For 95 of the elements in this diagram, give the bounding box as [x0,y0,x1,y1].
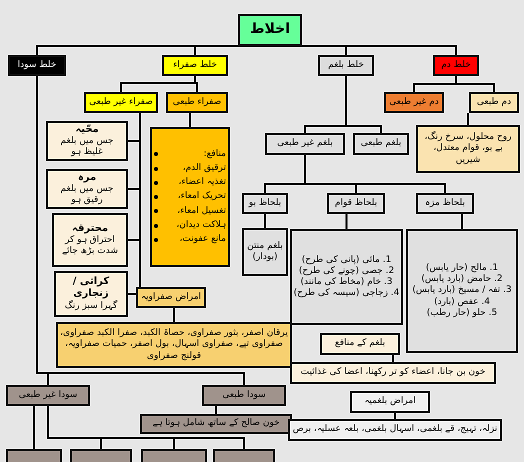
category-box [318,55,374,76]
list-item: مانع عفونت، [179,234,226,246]
box-text: خلط صفراء [173,60,217,72]
box-text: 5. حلو (حار رطب) [426,308,498,320]
connector-line [455,76,495,92]
list-box [406,229,518,353]
box-heading: مرہ [78,172,96,184]
box-text: 3. خام (مخاط کی مانند) [300,277,392,288]
box-heading: کراثی / زنجاری [72,276,110,300]
box-text: احتراق ہو کر شدت بڑھ جائے [60,235,120,258]
list-item: تغذیہ اعضاء، [178,177,226,188]
category-box [52,213,128,267]
connector-line [461,214,463,229]
box-text: 3. تفہ / مسیخ (بارد یابس) [412,285,512,297]
box-text: صفراء غیر طبعی [89,96,153,108]
list-item: منافع: [204,148,226,160]
list-box [290,229,403,325]
category-box [54,271,128,317]
connector-line [215,406,217,414]
box-text: بلغم طبعی [360,138,402,150]
category-box [384,92,444,113]
box-text: سودا غیر طبعی [18,390,78,402]
category-box [350,391,430,413]
category-box [202,385,286,406]
category-box [433,55,479,76]
category-box [353,133,409,155]
box-text: صفراء طبعی [172,96,222,108]
category-box [416,193,474,214]
box-text: 4. زجاجی (سیسہ کی طرح) [294,288,400,300]
connector-line [33,406,35,449]
box-text: بلحاظ قوام [334,198,378,210]
box-text: خلط سودا [18,60,56,72]
box-text: خلط دم [441,60,471,72]
note-box [288,419,502,441]
list-item: تحریک امعاء، [178,191,226,203]
box-text: بلغم کے منافع [334,338,386,350]
connector-line [392,355,394,362]
category-box [242,228,288,276]
connector-line [128,113,141,295]
box-text: جس میں بلغم غلیظ ہو [60,136,114,158]
note-box [290,362,496,384]
box-text: بلغم غیر طبعی [277,138,333,150]
category-box [46,169,128,209]
box-text: خون صالح کے ساتھ شامل ہوتا ہے [152,418,280,430]
box-text: 2. جصی (چونے کی طرح) [298,266,394,277]
box-text: بلغم منتن (بودار) [246,240,284,264]
box-text: دم غیر طبعی [389,96,439,108]
category-box [265,133,345,155]
category-box [8,55,66,76]
connector-line [346,214,348,229]
note-box [416,125,520,173]
box-text: نزلہ، تہیج، قے بلغمی، اسہال بلغمی، بلعہ عسلیہ، برص [292,424,498,436]
box-text: امراض صفراویہ [140,292,202,304]
box-text: 1. مالح (حار یابس) [426,262,498,274]
box-text: بلحاظ مزہ [425,198,466,210]
category-box [166,92,228,113]
list-item: ہلاکت دیدان، [176,220,226,232]
note-box [140,414,292,434]
category-box [6,385,90,406]
box-text: 4. عفص (بارد) [434,296,490,308]
connector-line [194,76,198,92]
list-item: تغسیل امعاء، [177,206,226,217]
category-box [162,55,228,76]
box-text: گہرا سبز رنگ [64,300,118,312]
box-text: دم طبعی [476,96,512,108]
connector-line [467,113,469,125]
box-text: روح محلول، سرخ رنگ، بے بو، قوام معتدل، شیریں [424,132,512,166]
connector-line [189,113,191,127]
list-item: ترقیق الدم، [182,162,226,174]
category-box [242,193,288,214]
box-text: خلط بلغم [328,60,364,72]
note-box [56,322,292,368]
box-heading: محترقہ [72,222,108,235]
category-box [320,333,400,355]
box-text: اخلاط [250,21,290,39]
connector-line [173,308,175,322]
box-text: یرقان اصفر، بثور صفراوی، حصاۃ الکبد، صفرا الکبد صفراوی، صفراوی تپے، صفراوی اسہال، بول اصفر، حمیات صفراویہ، قولنج صفراوی [60,328,288,362]
category-box [327,193,385,214]
box-text: بلحاظ بو [248,198,282,210]
box-heading: محّیہ [75,124,99,136]
box-text: امراض بلغمیہ [364,396,416,408]
category-box [136,287,206,308]
box-text: 2. حامض (بارد یابس) [421,274,503,285]
connector-line [394,413,396,419]
category-box [46,121,128,161]
list-box [150,127,230,267]
box-text: 1. مائی (پانی کی طرح) [302,254,392,266]
box-text: خون بن جانا، اعضاء کو تر رکھنا، اعضا کی غذائیت [300,367,486,379]
box-text: سودا طبعی [222,390,266,402]
category-box [469,92,519,113]
connector-line [47,406,245,449]
box-text: جس میں بلغم رقیق ہو [60,184,114,206]
connector-line [264,214,266,228]
title-box [238,14,302,46]
category-box [84,92,158,113]
